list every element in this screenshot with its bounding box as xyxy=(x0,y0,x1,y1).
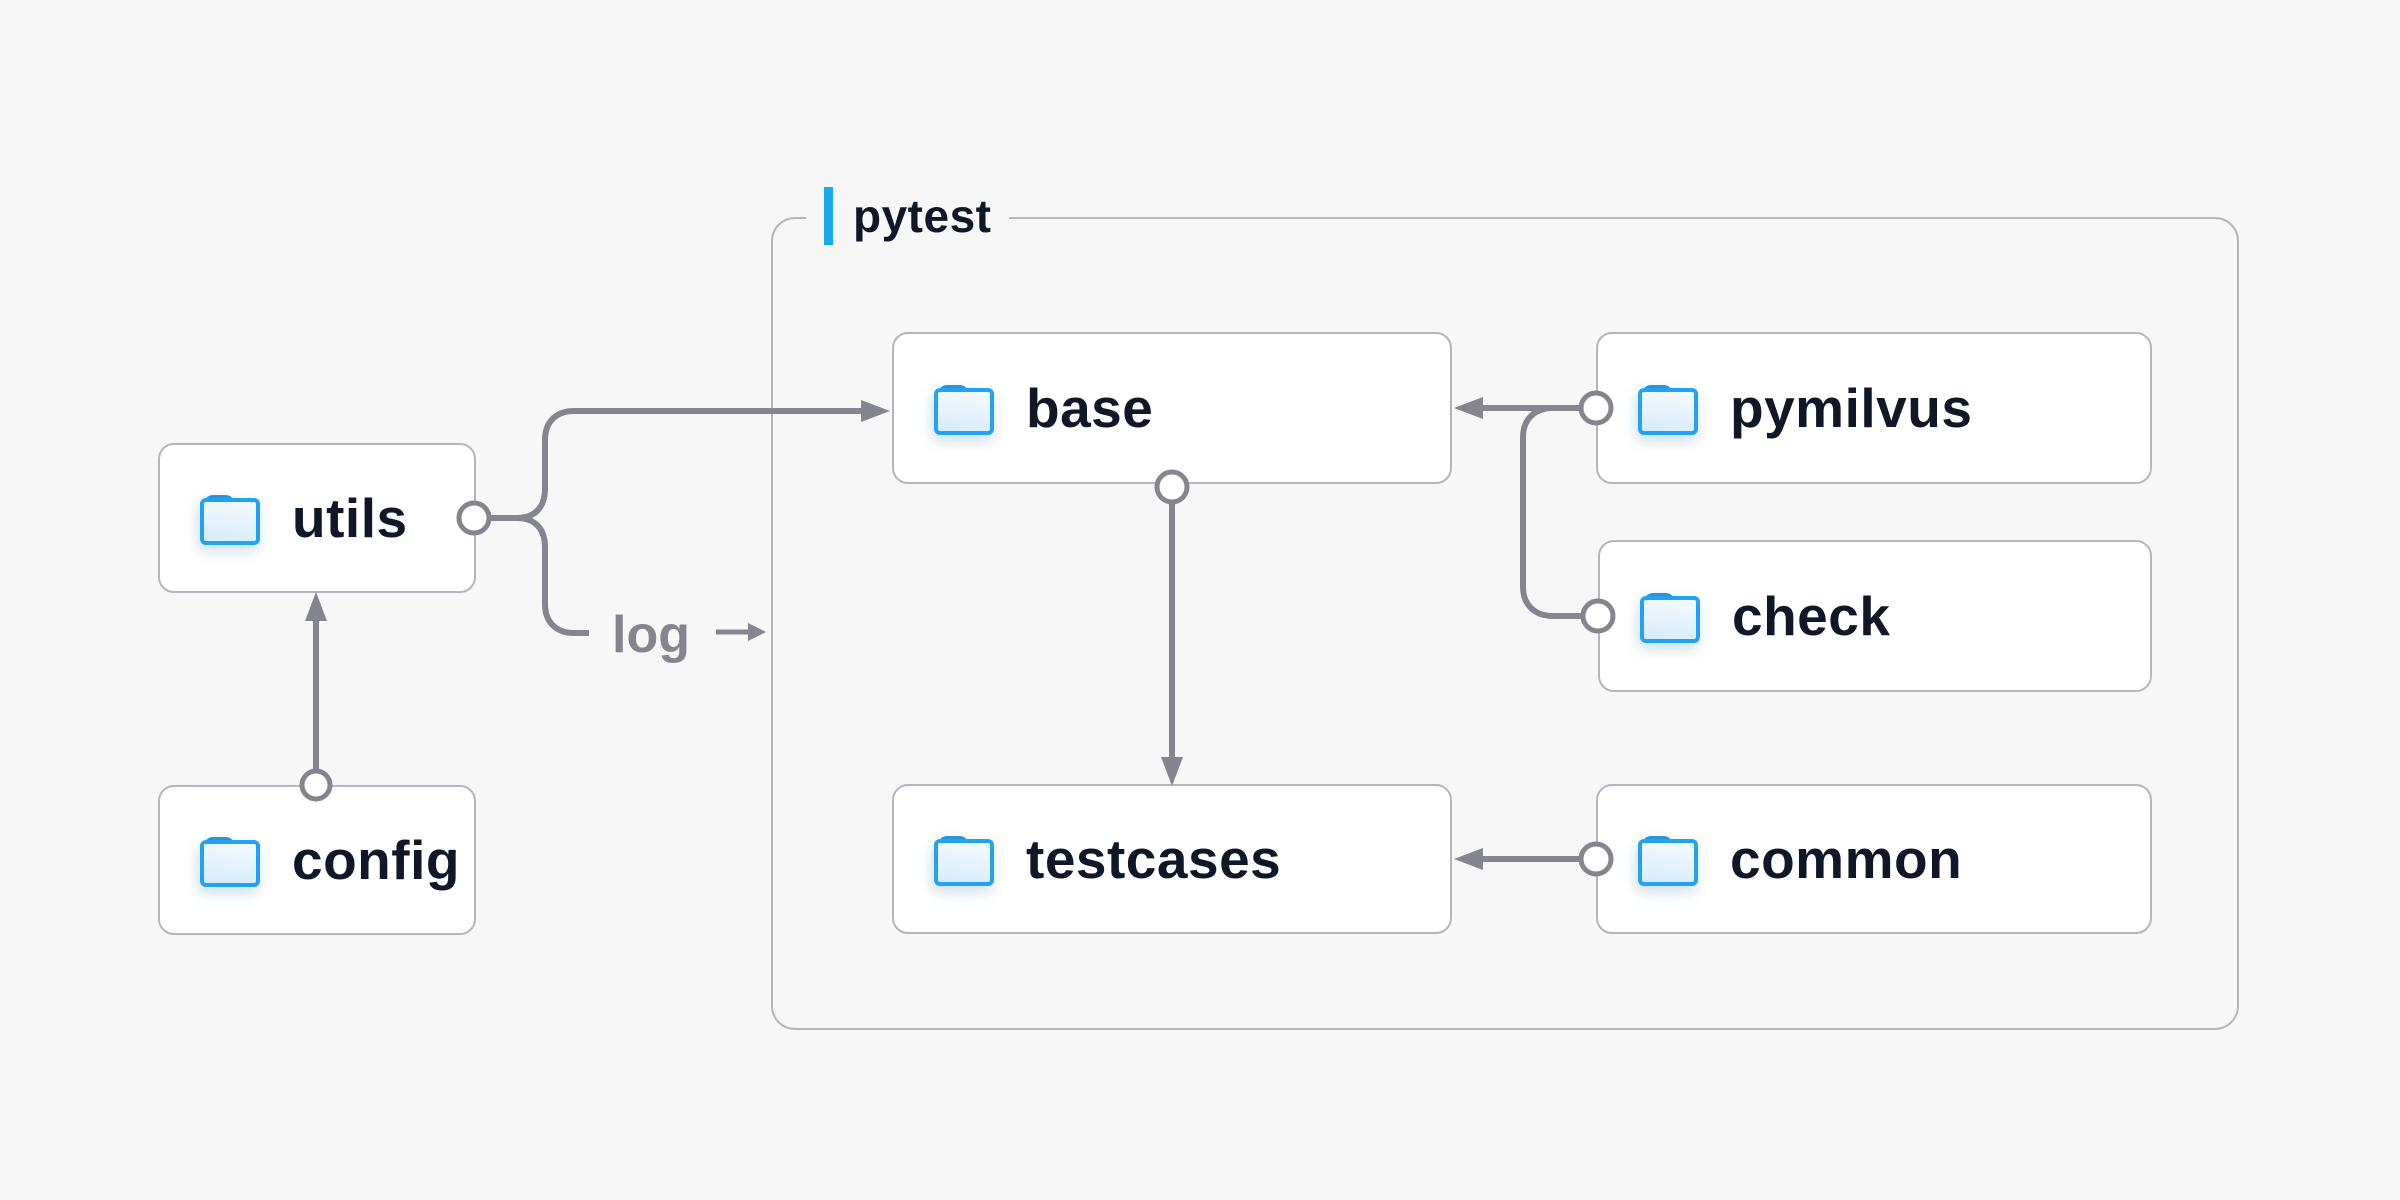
node-pymilvus-label: pymilvus xyxy=(1730,377,1973,439)
node-common-label: common xyxy=(1730,828,1963,890)
folder-icon xyxy=(934,834,994,886)
arrowhead-up xyxy=(305,592,327,621)
folder-icon xyxy=(200,835,260,887)
node-config-label: config xyxy=(292,829,460,891)
folder-icon xyxy=(200,493,260,545)
log-annotation: log xyxy=(612,606,690,664)
node-base: base xyxy=(892,332,1452,484)
pytest-container-title: pytest xyxy=(853,190,992,242)
folder-icon xyxy=(1640,591,1700,643)
node-config: config xyxy=(158,785,476,935)
node-testcases: testcases xyxy=(892,784,1452,934)
node-check: check xyxy=(1598,540,2152,692)
folder-icon xyxy=(1638,834,1698,886)
node-utils-label: utils xyxy=(292,487,408,549)
node-pymilvus: pymilvus xyxy=(1596,332,2152,484)
pytest-container xyxy=(771,217,2239,1030)
edge-log-arrow xyxy=(716,623,766,641)
arrowhead-right-small xyxy=(748,623,766,641)
edge-config-utils xyxy=(299,592,333,802)
pytest-container-label: pytest xyxy=(806,185,1010,247)
node-utils: utils xyxy=(158,443,476,593)
node-testcases-label: testcases xyxy=(1026,828,1282,890)
folder-icon xyxy=(1638,383,1698,435)
accent-bar xyxy=(824,187,833,245)
folder-icon xyxy=(934,383,994,435)
node-check-label: check xyxy=(1732,585,1891,647)
node-base-label: base xyxy=(1026,377,1154,439)
node-common: common xyxy=(1596,784,2152,934)
